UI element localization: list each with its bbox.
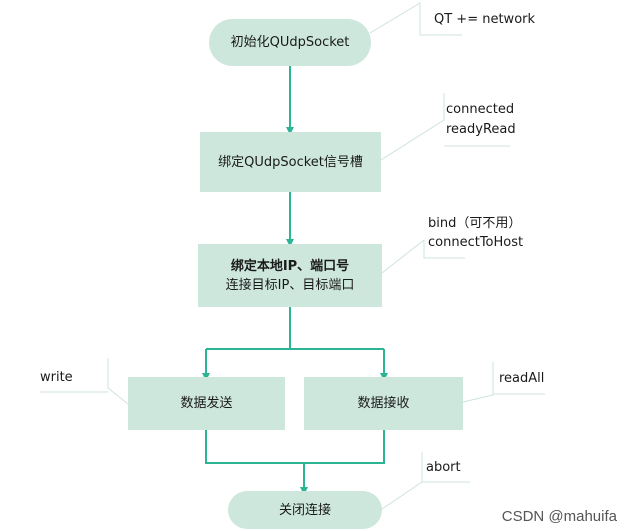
- line-receive-merge: [304, 430, 385, 464]
- node-data-send: 数据发送: [128, 377, 285, 430]
- note-signal-connected: connected: [446, 102, 515, 117]
- node-bind-ip-label-2: 连接目标IP、目标端口: [225, 277, 355, 293]
- node-init-qudpsocket: 初始化QUdpSocket: [209, 19, 371, 66]
- callout-lines: [40, 2, 545, 510]
- note-signal-readyread: readyRead: [446, 122, 516, 137]
- callout-write: [107, 358, 129, 405]
- node-init-label: 初始化QUdpSocket: [230, 35, 350, 50]
- note-abort: abort: [426, 460, 461, 475]
- csdn-watermark: CSDN @mahuifa: [501, 508, 617, 525]
- node-bind-slots-label: 绑定QUdpSocket信号槽: [218, 154, 363, 170]
- node-bind-ip-port: 绑定本地IP、端口号 连接目标IP、目标端口: [198, 244, 382, 307]
- node-bind-ip-label-1: 绑定本地IP、端口号: [230, 258, 350, 274]
- callout-bind: [381, 238, 465, 274]
- connectors: [202, 66, 388, 495]
- node-close-label: 关闭连接: [278, 502, 331, 518]
- note-connect-to-host: connectToHost: [428, 235, 524, 250]
- callout-abort: [381, 452, 423, 510]
- line-send-merge: [205, 430, 304, 464]
- callout-signals-top: [380, 93, 445, 161]
- note-bind-optional: bind（可不用）: [428, 216, 522, 231]
- node-data-receive: 数据接收: [304, 377, 463, 430]
- node-send-label: 数据发送: [180, 396, 233, 411]
- note-qt-network: QT += network: [434, 12, 536, 27]
- node-receive-label: 数据接收: [357, 396, 410, 411]
- note-write: write: [40, 370, 73, 385]
- callout-qt: [369, 2, 462, 36]
- note-readall: readAll: [499, 371, 545, 386]
- node-bind-signal-slots: 绑定QUdpSocket信号槽: [200, 132, 381, 192]
- callout-readall: [462, 362, 494, 403]
- node-close-connection: 关闭连接: [228, 491, 382, 529]
